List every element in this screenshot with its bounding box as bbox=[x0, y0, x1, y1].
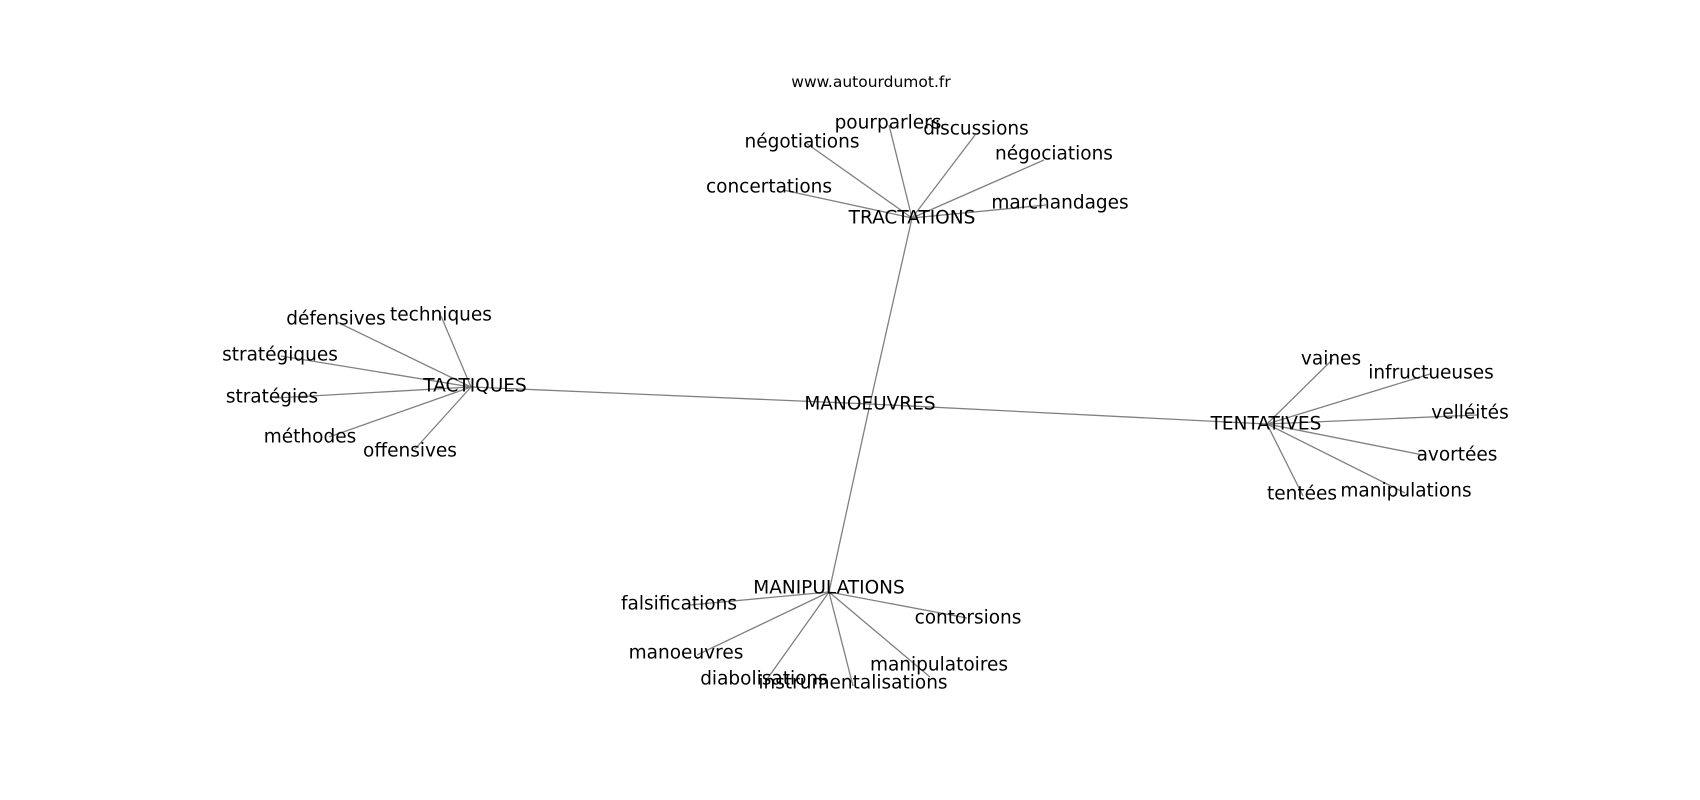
word-node-label: manoeuvres bbox=[629, 643, 744, 664]
word-node-label: pourparlers bbox=[835, 113, 942, 134]
graph-edges bbox=[274, 124, 1478, 687]
hub-word-edge bbox=[828, 591, 931, 678]
word-node-label: marchandages bbox=[991, 193, 1128, 214]
word-node-label: défensives bbox=[286, 309, 386, 330]
hub-word-edge bbox=[274, 386, 472, 399]
center-hub-edge bbox=[869, 403, 1268, 425]
word-node-label: contorsions bbox=[915, 608, 1022, 629]
word-node-label: stratégies bbox=[226, 387, 318, 408]
hub-word-edge bbox=[764, 591, 830, 683]
hub-word-edge bbox=[1266, 423, 1406, 494]
center-hub-edge bbox=[828, 403, 871, 593]
hub-word-edge bbox=[414, 386, 472, 450]
hub-word-edge bbox=[1266, 373, 1431, 425]
word-node-label: velléités bbox=[1431, 403, 1508, 424]
hub-word-edge bbox=[440, 315, 472, 388]
word-node-label: falsifications bbox=[621, 594, 737, 615]
word-node-label: infructueuses bbox=[1368, 363, 1494, 384]
word-node-label: stratégiques bbox=[222, 345, 338, 366]
center-hub-edge bbox=[869, 217, 913, 405]
word-node-label: concertations bbox=[706, 177, 832, 198]
graph-labels: www.autourdumot.fr MANOEUVRES TRACTATION… bbox=[222, 73, 1509, 694]
word-node-label: offensives bbox=[363, 441, 457, 462]
hub-word-edge bbox=[1266, 423, 1424, 456]
word-node-label: avortées bbox=[1417, 445, 1498, 466]
hub-word-edge bbox=[805, 142, 913, 219]
word-node-label: vaines bbox=[1301, 349, 1361, 370]
hub-word-edge bbox=[336, 321, 472, 388]
source-label: www.autourdumot.fr bbox=[791, 73, 951, 91]
word-node-label: tentées bbox=[1267, 484, 1337, 505]
hub-word-edge bbox=[782, 189, 913, 219]
word-node-label: méthodes bbox=[264, 427, 356, 448]
hub-word-edge bbox=[911, 204, 1047, 219]
word-node-label: négotiations bbox=[745, 132, 860, 153]
hub-word-edge bbox=[280, 355, 472, 388]
hub-word-edge bbox=[1266, 423, 1304, 497]
word-node-label: manipulations bbox=[1340, 481, 1471, 502]
center-hub-edge bbox=[470, 386, 871, 405]
word-node-label: discussions bbox=[923, 119, 1029, 140]
hub-node-label: TENTATIVES bbox=[1210, 414, 1322, 435]
word-node-label: négociations bbox=[995, 144, 1113, 165]
hub-node-label: TRACTATIONS bbox=[848, 208, 976, 229]
hub-word-edge bbox=[828, 591, 968, 619]
hub-word-edge bbox=[911, 134, 976, 219]
center-node-label: MANOEUVRES bbox=[804, 394, 935, 415]
hub-word-edge bbox=[1266, 414, 1478, 425]
hub-word-edge bbox=[328, 386, 472, 438]
word-node-label: instrumentalisations bbox=[758, 673, 947, 694]
word-node-label: diabolisations bbox=[700, 669, 828, 690]
word-node-label: manipulatoires bbox=[870, 655, 1008, 676]
hub-word-edge bbox=[888, 124, 913, 219]
hub-word-edge bbox=[828, 591, 854, 687]
hub-word-edge bbox=[911, 159, 1045, 219]
hub-node-label: TACTIQUES bbox=[422, 376, 526, 397]
word-node-label: techniques bbox=[390, 305, 492, 326]
hub-word-edge bbox=[689, 591, 830, 606]
hub-word-edge bbox=[696, 591, 830, 656]
hub-node-label: MANIPULATIONS bbox=[753, 578, 904, 599]
hub-word-edge bbox=[1266, 358, 1334, 425]
